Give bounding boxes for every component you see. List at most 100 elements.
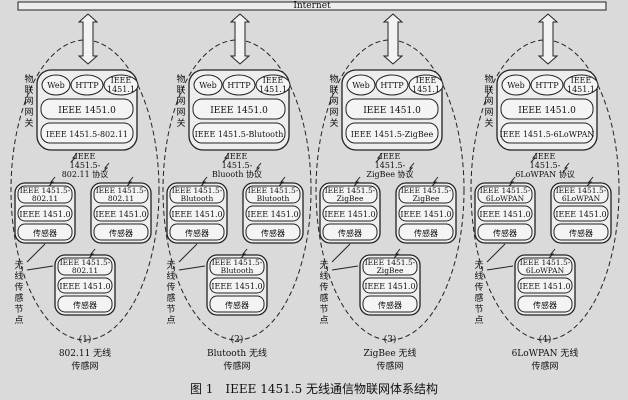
lightning-icon — [375, 152, 383, 163]
node-ieee-1451-0 — [169, 205, 225, 222]
lightning-icon — [240, 248, 248, 259]
node-sensor — [169, 223, 225, 241]
svg-text:物: 物 — [329, 73, 338, 85]
svg-text:网: 网 — [176, 107, 185, 118]
lightning-icon — [102, 162, 110, 173]
svg-text:IEEE: IEEE — [380, 152, 401, 161]
svg-text:传: 传 — [474, 281, 483, 293]
svg-text:感: 感 — [319, 292, 328, 304]
gateway-layer-1 — [222, 74, 256, 96]
lightning-icon — [530, 152, 538, 163]
svg-text:感: 感 — [166, 292, 175, 304]
node-ieee-1451-0-label: IEEE 1451.0 — [211, 282, 262, 291]
node-sensor — [362, 295, 418, 313]
svg-text:ZigBee: ZigBee — [377, 266, 404, 275]
svg-text:Blutooth: Blutooth — [181, 194, 214, 203]
gateway-layer-2 — [408, 74, 444, 96]
node-sensor — [57, 295, 113, 313]
svg-text:传感网: 传感网 — [376, 360, 403, 372]
node-ieee-1451-0 — [322, 205, 378, 222]
gateway-ieee-1451-0 — [500, 98, 594, 120]
node-sensor — [17, 223, 73, 241]
svg-text:无: 无 — [14, 260, 23, 271]
node-ieee-1451-5-label: IEEE 1451.5- — [20, 186, 71, 195]
pointer-line — [26, 265, 54, 271]
network-caption: Blutooth 无线 — [207, 347, 267, 359]
network-boundary — [470, 39, 620, 341]
node-sensor-label: 传感器 — [73, 300, 97, 310]
gateway-ieee-1451-0 — [345, 98, 439, 120]
svg-text:传: 传 — [166, 281, 175, 293]
gateway-ieee-1451-0 — [192, 98, 286, 120]
svg-text:IEEE: IEEE — [227, 152, 248, 161]
svg-text:ZigBee: ZigBee — [337, 194, 364, 203]
node-sensor-label: 传感器 — [338, 228, 362, 238]
network-index: (4) — [539, 334, 552, 345]
figure-caption: 图 1 IEEE 1451.5 无线通信物联网体系结构 — [189, 382, 439, 396]
svg-text:线: 线 — [166, 270, 175, 282]
svg-text:网: 网 — [329, 107, 338, 118]
gateway-ieee-1451-0-label: IEEE 1451.0 — [518, 106, 576, 116]
node-ieee-1451-5-label: IEEE 1451.5- — [480, 186, 531, 195]
node-sensor-label: 传感器 — [493, 228, 517, 238]
node-ieee-1451-5 — [169, 185, 225, 204]
node-ieee-1451-0 — [362, 277, 418, 294]
pointer-line — [331, 265, 359, 271]
svg-text:传: 传 — [14, 281, 23, 293]
gateway-layer-2 — [103, 74, 139, 96]
node-ieee-1451-0-label: IEEE 1451.0 — [19, 210, 70, 219]
network-boundary — [315, 39, 465, 341]
node-sensor — [245, 223, 301, 241]
bidirectional-arrow — [77, 13, 99, 65]
lightning-icon — [407, 162, 415, 173]
gateway-layer-0 — [41, 74, 71, 96]
gateway-layer-label: Web — [507, 81, 524, 90]
svg-text:线: 线 — [319, 270, 328, 282]
svg-text:1451.1: 1451.1 — [259, 85, 287, 94]
node-sensor-label: 传感器 — [378, 300, 402, 310]
svg-text:IEEE: IEEE — [535, 152, 556, 161]
gateway-layer-1 — [375, 74, 409, 96]
svg-text:无: 无 — [474, 260, 483, 271]
lightning-icon — [508, 176, 516, 187]
node-ieee-1451-5 — [517, 257, 573, 276]
lightning-icon — [70, 152, 78, 163]
node-ieee-1451-5 — [209, 257, 265, 276]
network-caption: 6LoWPAN 无线 — [512, 347, 579, 359]
gateway-ieee-1451-5 — [500, 122, 594, 144]
node-sensor-label: 传感器 — [185, 228, 209, 238]
node-sensor — [553, 223, 609, 241]
node-ieee-1451-5-label: IEEE 1451.5- — [520, 258, 571, 267]
node-ieee-1451-0 — [57, 277, 113, 294]
svg-text:线: 线 — [14, 270, 23, 282]
node-sensor-label: 传感器 — [225, 300, 249, 310]
gateway-ieee-1451-0-label: IEEE 1451.0 — [58, 106, 116, 116]
svg-text:关: 关 — [329, 117, 338, 129]
svg-text:节: 节 — [474, 304, 483, 315]
node-ieee-1451-0-label: IEEE 1451.0 — [59, 282, 110, 291]
node-sensor — [398, 223, 454, 241]
gateway-layer-label: Web — [47, 81, 64, 90]
gateway-layer-0 — [501, 74, 531, 96]
lightning-icon — [200, 176, 208, 187]
svg-text:联: 联 — [176, 85, 185, 96]
gateway-layer-2 — [563, 74, 599, 96]
node-ieee-1451-0-label: IEEE 1451.0 — [324, 210, 375, 219]
svg-text:物: 物 — [24, 73, 33, 85]
